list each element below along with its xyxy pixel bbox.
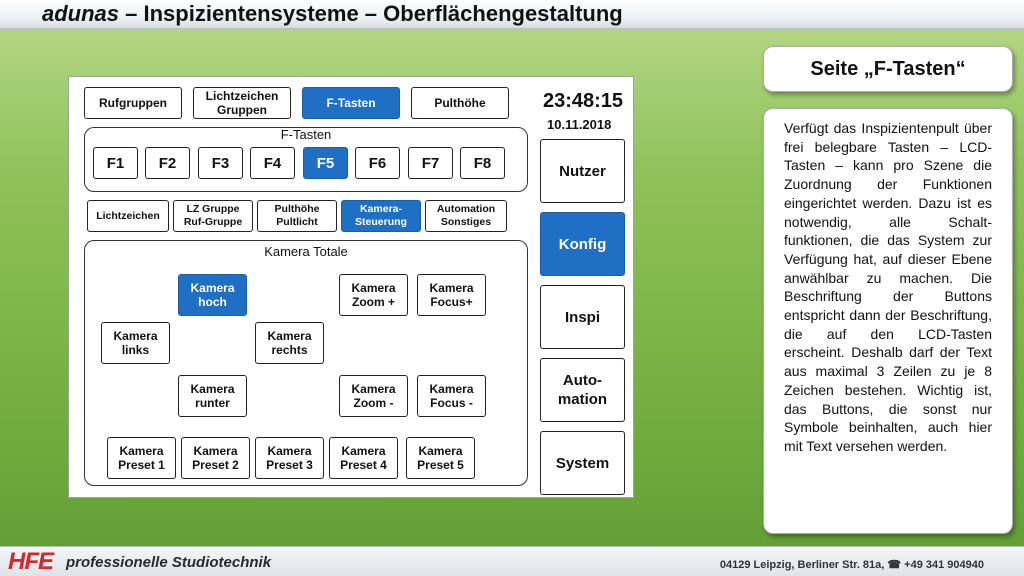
f-key-f7[interactable]: F7 (408, 147, 453, 179)
camera-preset-1-button[interactable]: Kamera Preset 1 (107, 437, 176, 479)
camera-focus-plus-button[interactable]: Kamera Focus+ (417, 274, 486, 316)
menu-konfig[interactable]: Konfig (540, 212, 625, 276)
camera-group-label: Kamera Totale (264, 244, 348, 259)
menu-automation[interactable]: Auto- mation (540, 358, 625, 422)
slide-title-text: – Inspizientensysteme – Oberflächengesta… (119, 1, 623, 26)
f-tasten-label: F-Tasten (280, 127, 332, 142)
camera-preset-5-button[interactable]: Kamera Preset 5 (406, 437, 475, 479)
menu-system[interactable]: System (540, 431, 625, 495)
footer-address: 04129 Leipzig, Berliner Str. 81a, ☎ +49 … (719, 559, 984, 571)
slide-title-bar: adunas – Inspizientensysteme – Oberfläch… (0, 0, 1024, 30)
subtab-pulthoehe[interactable]: Pulthöhe Pultlicht (257, 200, 337, 232)
camera-right-button[interactable]: Kamera rechts (255, 322, 324, 364)
clock-date: 10.11.2018 (547, 117, 612, 132)
camera-preset-3-button[interactable]: Kamera Preset 3 (255, 437, 324, 479)
camera-preset-4-button[interactable]: Kamera Preset 4 (329, 437, 398, 479)
f-key-f4[interactable]: F4 (250, 147, 295, 179)
menu-inspi[interactable]: Inspi (540, 285, 625, 349)
camera-down-button[interactable]: Kamera runter (178, 375, 247, 417)
f-key-f5[interactable]: F5 (303, 147, 348, 179)
camera-left-button[interactable]: Kamera links (101, 322, 170, 364)
subtab-lichtzeichen[interactable]: Lichtzeichen (87, 200, 169, 232)
touch-panel: Rufgruppen Lichtzeichen Gruppen F-Tasten… (68, 76, 634, 498)
tab-f-tasten[interactable]: F-Tasten (302, 87, 400, 119)
clock-time: 23:48:15 (543, 90, 624, 112)
hfe-logo: HFE (8, 548, 54, 575)
tab-lichtzeichen-gruppen[interactable]: Lichtzeichen Gruppen (193, 87, 291, 119)
camera-zoom-in-button[interactable]: Kamera Zoom + (339, 274, 408, 316)
f-key-f6[interactable]: F6 (355, 147, 400, 179)
tab-pulthoehe[interactable]: Pulthöhe (411, 87, 509, 119)
camera-preset-2-button[interactable]: Kamera Preset 2 (181, 437, 250, 479)
camera-up-button[interactable]: Kamera hoch (178, 274, 247, 316)
f-key-f3[interactable]: F3 (198, 147, 243, 179)
subtab-lz-gruppe[interactable]: LZ Gruppe Ruf-Gruppe (173, 200, 253, 232)
description-text: Verfügt das Inspizientenpult über frei b… (784, 120, 992, 454)
slide-title: adunas – Inspizientensysteme – Oberfläch… (42, 1, 623, 27)
f-key-f2[interactable]: F2 (145, 147, 190, 179)
brand-name: adunas (42, 1, 120, 26)
tab-rufgruppen[interactable]: Rufgruppen (84, 87, 182, 119)
f-key-f1[interactable]: F1 (93, 147, 138, 179)
subtab-kamera-steuerung[interactable]: Kamera- Steuerung (341, 200, 421, 232)
camera-focus-minus-button[interactable]: Kamera Focus - (417, 375, 486, 417)
camera-zoom-out-button[interactable]: Kamera Zoom - (339, 375, 408, 417)
footer-brand: professionelle Studiotechnik (66, 554, 272, 571)
menu-nutzer[interactable]: Nutzer (540, 139, 625, 203)
page-label: Seite „F-Tasten“ (763, 46, 1013, 92)
description-box: Verfügt das Inspizientenpult über frei b… (763, 108, 1013, 534)
subtab-automation[interactable]: Automation Sonstiges (425, 200, 507, 232)
footer: HFE professionelle Studiotechnik 04129 L… (0, 546, 1024, 576)
f-key-f8[interactable]: F8 (460, 147, 505, 179)
